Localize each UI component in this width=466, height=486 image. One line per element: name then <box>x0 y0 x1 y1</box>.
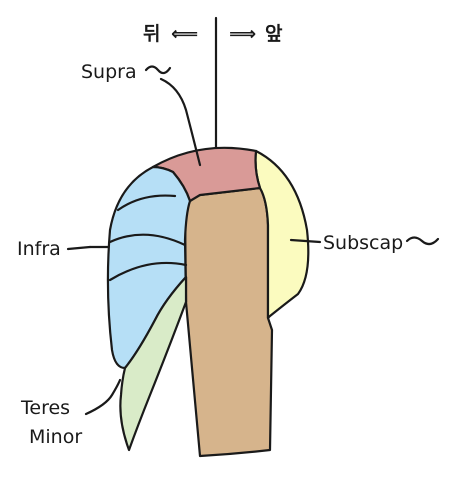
infraspinatus-segment-lines <box>108 194 188 282</box>
front-arrow: ⟹ <box>229 23 256 45</box>
segment-line-2 <box>108 233 187 247</box>
label-teres-line2: Minor <box>29 426 82 448</box>
teres-leader-line <box>84 378 122 416</box>
infra-dash <box>66 245 92 251</box>
front-label: 앞 <box>265 23 283 45</box>
label-teres-line1: Teres <box>20 397 70 419</box>
segment-line-1 <box>116 194 177 212</box>
teres-minor <box>119 275 188 452</box>
segment-line-3 <box>108 261 188 282</box>
supra-leader-line <box>159 77 202 167</box>
direction-indicator: 뒤 ⟸ ⟹ 앞 <box>143 23 283 45</box>
label-teres-minor: Teres Minor <box>20 397 82 448</box>
label-subscap-tilde <box>405 236 440 246</box>
back-arrow: ⟸ <box>171 23 198 45</box>
label-subscap: Subscap <box>323 232 403 254</box>
label-supra: Supra <box>81 61 137 83</box>
label-infra: Infra <box>17 238 61 260</box>
back-label: 뒤 <box>143 23 160 45</box>
label-supra-tilde <box>144 65 172 75</box>
humerus <box>183 186 274 458</box>
subscap-leader-line <box>289 238 322 244</box>
